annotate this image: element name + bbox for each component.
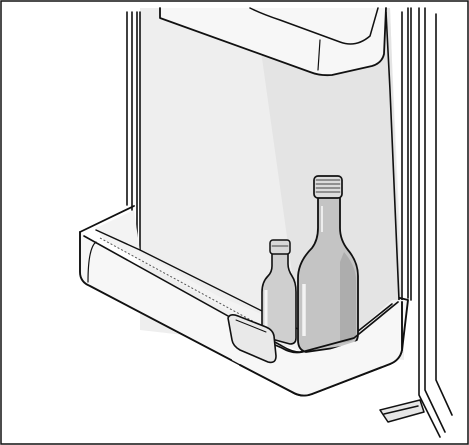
cabinet-edge-right bbox=[418, 7, 453, 438]
door-liner-right bbox=[385, 7, 412, 301]
tall-bottle-cap bbox=[313, 175, 343, 199]
door-liner-left bbox=[126, 11, 141, 251]
door-panel-shade bbox=[255, 8, 402, 330]
shelf-clip-icon bbox=[227, 314, 277, 364]
upper-shelf bbox=[159, 7, 387, 77]
small-bottle-cap bbox=[269, 239, 291, 255]
tall-bottle-icon bbox=[297, 175, 359, 353]
small-bottle-icon bbox=[261, 239, 297, 345]
shelf-front-outline bbox=[239, 301, 403, 397]
shelf-front-edge bbox=[235, 301, 399, 354]
door-hinge bbox=[379, 399, 425, 423]
shelf-front-overlay bbox=[232, 304, 402, 396]
